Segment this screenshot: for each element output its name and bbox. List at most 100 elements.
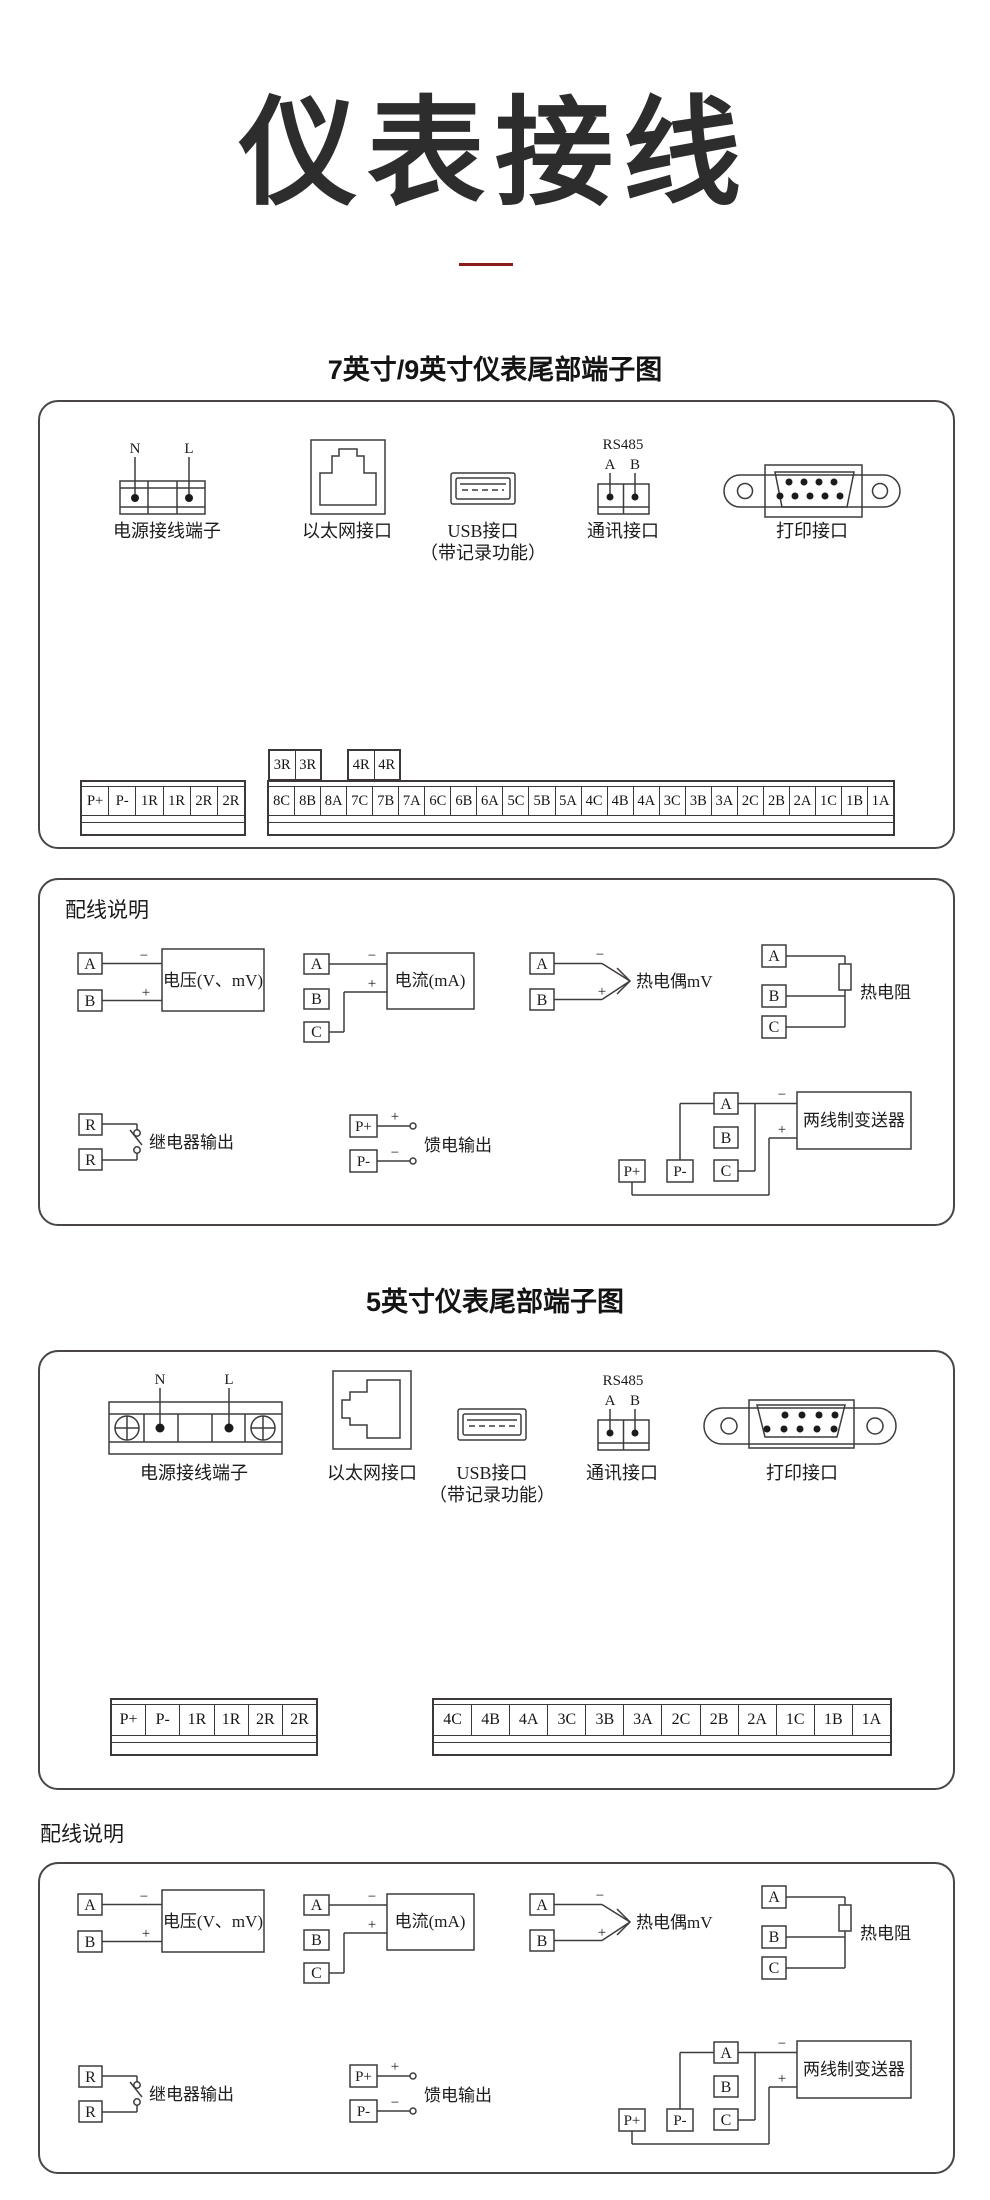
terminal-cell: 3C bbox=[548, 1705, 587, 1735]
terminal-p-plus: P+ bbox=[355, 2069, 372, 2085]
sign-minus: − bbox=[778, 1087, 786, 1103]
terminal-cell: 5A bbox=[556, 787, 582, 815]
section-heading-7-9inch: 7英寸/9英寸仪表尾部端子图 bbox=[327, 355, 663, 385]
transmitter-wiring-figure: A B C P- P+ − + 两线制变送器 bbox=[618, 2036, 912, 2145]
title-divider bbox=[459, 263, 513, 266]
terminal-cell: P- bbox=[109, 787, 137, 815]
terminal-cell: 2C bbox=[738, 787, 764, 815]
terminal-cell: 6A bbox=[477, 787, 504, 815]
current-label: 电流(mA) bbox=[395, 971, 466, 990]
power-terminal-label: 电源接线端子 bbox=[113, 521, 221, 541]
wires bbox=[78, 2065, 143, 2123]
terminal-a: A bbox=[536, 956, 548, 973]
wiring-heading: 配线说明 bbox=[40, 1822, 124, 1846]
current-wiring-figure: A B C − + 电流(mA) bbox=[303, 948, 475, 1043]
comm-port-figure: RS485 A B bbox=[597, 437, 650, 515]
terminal-b: B bbox=[85, 993, 96, 1010]
wires bbox=[78, 1113, 143, 1171]
terminal-a: A bbox=[768, 948, 780, 965]
terminal-cell: P+ bbox=[82, 787, 110, 815]
sign-plus: + bbox=[368, 976, 376, 992]
strip-band bbox=[112, 1700, 316, 1705]
terminal-p-minus: P- bbox=[357, 2104, 370, 2120]
sign-plus: + bbox=[391, 2059, 399, 2075]
sign-minus: − bbox=[596, 947, 604, 963]
terminal-cell: 1B bbox=[842, 787, 869, 815]
pin-a-label: A bbox=[605, 457, 616, 473]
terminal-cell: 4A bbox=[634, 787, 660, 815]
thermocouple-label: 热电偶mV bbox=[636, 1913, 713, 1932]
comm-port-label: 通讯接口 bbox=[587, 521, 659, 541]
panel-7-9inch-terminals: N L bbox=[38, 400, 955, 849]
ethernet-port-drawing bbox=[332, 1370, 412, 1450]
transmitter-label: 两线制变送器 bbox=[803, 2060, 905, 2079]
terminal-cell: 1B bbox=[815, 1705, 853, 1735]
sign-minus: − bbox=[391, 1145, 399, 1161]
usb-port-drawing bbox=[450, 472, 516, 505]
power-terminal-drawing bbox=[108, 1388, 283, 1455]
pin-a-label: A bbox=[605, 1393, 616, 1409]
strip-band bbox=[434, 1700, 890, 1705]
terminal-cell: 3B bbox=[686, 787, 712, 815]
terminal-c: C bbox=[721, 2112, 732, 2129]
terminal-cell: 3B bbox=[586, 1705, 625, 1735]
terminal-cell: 2B bbox=[764, 787, 790, 815]
terminal-cell: 4B bbox=[472, 1705, 511, 1735]
terminal-r2: R bbox=[85, 1152, 96, 1169]
usb-port-label: USB接口 bbox=[456, 1463, 528, 1483]
pin-l-label: L bbox=[184, 441, 193, 457]
pin-n-label: N bbox=[130, 441, 141, 457]
terminal-cell: 1C bbox=[816, 787, 843, 815]
sign-minus: − bbox=[140, 948, 148, 964]
terminal-cell: 8B bbox=[295, 787, 322, 815]
terminal-a: A bbox=[311, 1897, 323, 1914]
terminal-r1: R bbox=[85, 1117, 96, 1134]
strip-band bbox=[82, 815, 244, 823]
strip-band bbox=[434, 1735, 890, 1743]
strip-band bbox=[82, 782, 244, 787]
terminal-p-plus: P+ bbox=[624, 2113, 641, 2129]
wires bbox=[618, 2040, 912, 2145]
terminal-b: B bbox=[769, 1929, 780, 1946]
terminal-b: B bbox=[85, 1934, 96, 1951]
terminal-cell: 4A bbox=[510, 1705, 549, 1735]
terminal-cell: 2A bbox=[790, 787, 816, 815]
power-terminal-figure: N L bbox=[108, 1372, 283, 1455]
terminal-a: A bbox=[720, 1096, 732, 1113]
power-terminal-figure: N L bbox=[119, 441, 206, 515]
rs485-label: RS485 bbox=[603, 1373, 644, 1389]
pin-l-label: L bbox=[224, 1372, 233, 1388]
terminal-cell: 3R bbox=[299, 756, 317, 773]
terminal-p-minus: P- bbox=[673, 1164, 686, 1180]
wires bbox=[349, 1114, 417, 1173]
wires bbox=[349, 2064, 417, 2123]
terminal-cell: 4B bbox=[608, 787, 634, 815]
rtd-label: 热电阻 bbox=[860, 983, 911, 1002]
sign-plus: + bbox=[598, 984, 606, 1000]
ethernet-port-label: 以太网接口 bbox=[302, 521, 392, 541]
wiring-heading: 配线说明 bbox=[65, 898, 149, 922]
terminal-a: A bbox=[536, 1897, 548, 1914]
relay-output-label: 继电器输出 bbox=[149, 2085, 234, 2104]
wires bbox=[761, 944, 852, 1039]
voltage-label: 电压(V、mV) bbox=[163, 971, 263, 990]
sign-minus: − bbox=[368, 948, 376, 964]
relay-output-label: 继电器输出 bbox=[149, 1133, 234, 1152]
power-terminal-label: 电源接线端子 bbox=[140, 1463, 248, 1483]
wires bbox=[529, 952, 632, 1011]
thermocouple-wiring-figure: A B − + 热电偶mV bbox=[529, 1888, 713, 1952]
print-port-figure bbox=[723, 464, 901, 518]
terminal-b: B bbox=[721, 1130, 732, 1147]
sign-plus: + bbox=[598, 1925, 606, 1941]
usb-port-sublabel: （带记录功能） bbox=[429, 1485, 555, 1505]
relay-output-wiring-figure: R R 继电器输出 bbox=[78, 2065, 234, 2123]
terminal-cell: 4C bbox=[434, 1705, 473, 1735]
rtd-label: 热电阻 bbox=[860, 1924, 911, 1943]
terminal-b: B bbox=[537, 1933, 548, 1950]
wires bbox=[303, 952, 475, 1043]
terminal-p-minus: P- bbox=[357, 1154, 370, 1170]
